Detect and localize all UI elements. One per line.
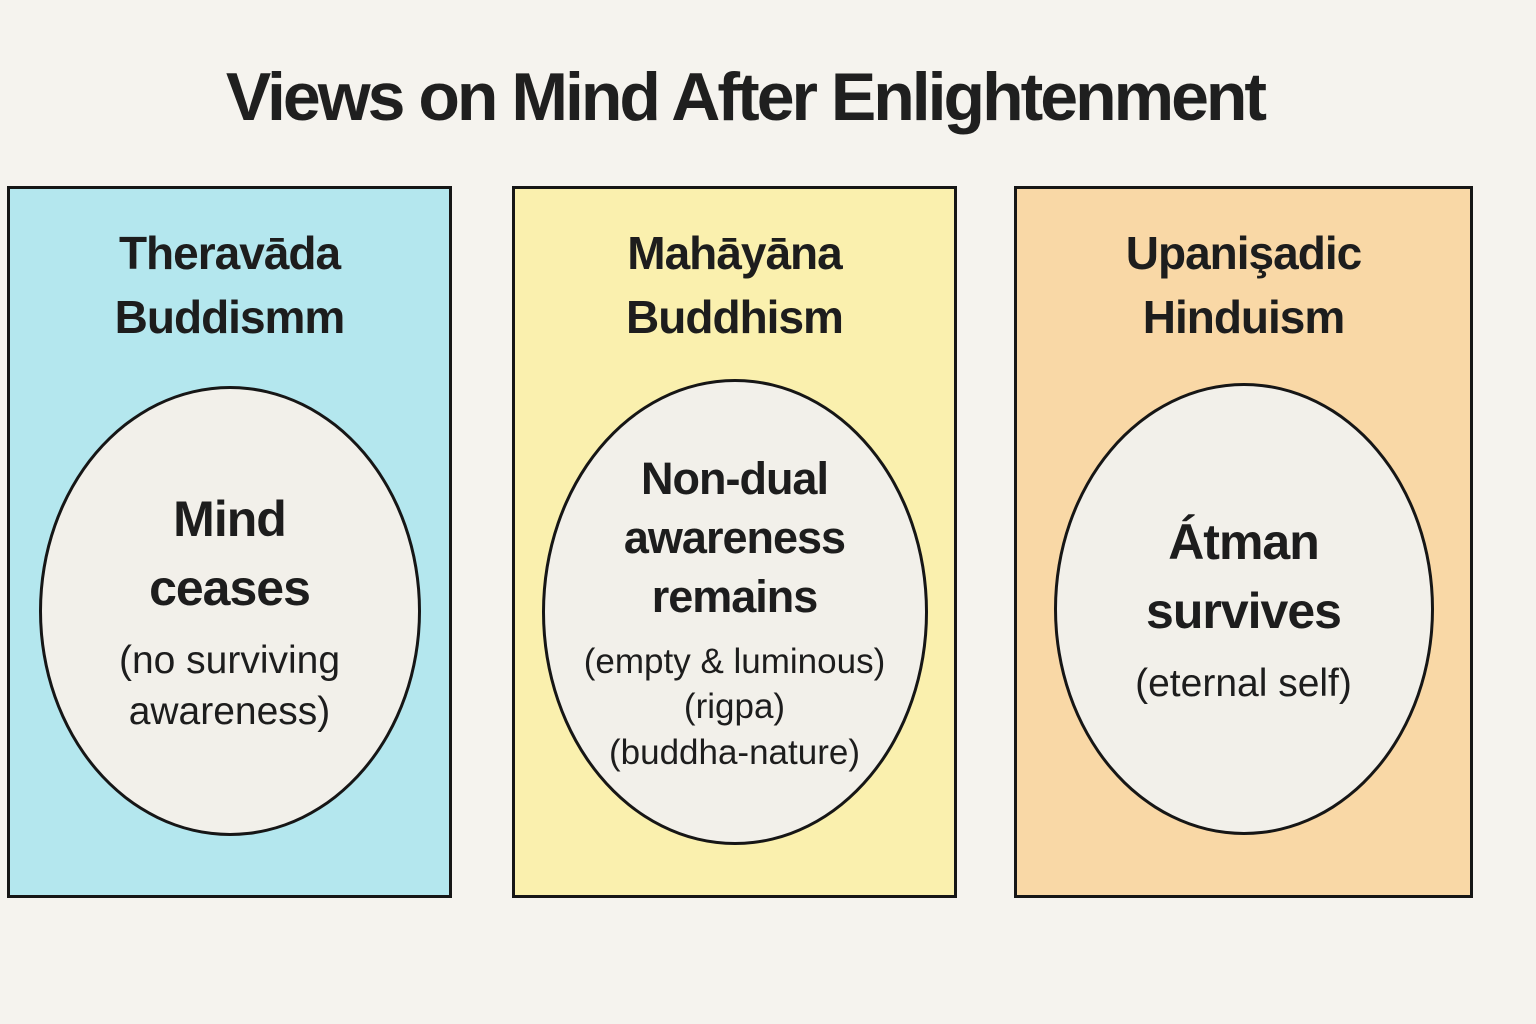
ellipse-mahayana-main: Non-dual awareness remains xyxy=(623,449,846,627)
main-text-line: ceases xyxy=(149,559,311,616)
ellipse-upanishadic-main: Átman survives xyxy=(1146,508,1342,646)
panel-upanishadic-header-line1: Upanişadic xyxy=(1125,227,1362,279)
ellipse-mahayana: Non-dual awareness remains (empty & lumi… xyxy=(541,379,928,845)
ellipse-theravada-main: Mind ceases xyxy=(149,485,311,623)
sub-text-line: (rigpa) xyxy=(683,687,786,727)
panel-theravada-header: Theravāda Buddismm xyxy=(10,221,449,350)
main-text-line: survives xyxy=(1146,583,1342,640)
main-text-line: Mind xyxy=(173,490,287,547)
panel-mahayana-header-line2: Buddhism xyxy=(626,291,844,344)
panel-theravada-header-line1: Theravāda xyxy=(118,227,341,279)
main-text-line: Non-dual xyxy=(641,452,829,504)
main-text-line: awareness xyxy=(623,512,846,564)
ellipse-theravada: Mind ceases (no surviving awareness) xyxy=(38,386,421,836)
panel-theravada-header-line2: Buddismm xyxy=(114,291,346,344)
panel-theravada: Theravāda Buddismm Mind ceases (no survi… xyxy=(7,186,452,898)
diagram-title: Views on Mind After Enlightenment xyxy=(225,59,1267,135)
ellipse-upanishadic: Átman survives (eternal self) xyxy=(1053,383,1434,835)
ellipse-mahayana-sub: (empty & luminous) (rigpa) (buddha-natur… xyxy=(584,639,885,776)
ellipse-upanishadic-sub: (eternal self) xyxy=(1135,658,1352,709)
panel-mahayana: Mahāyāna Buddhism Non-dual awareness rem… xyxy=(512,186,957,898)
sub-text-line: (buddha-nature) xyxy=(608,732,860,772)
sub-text-line: (empty & luminous) xyxy=(583,641,886,681)
panel-upanishadic: Upanişadic Hinduism Átman survives (eter… xyxy=(1014,186,1473,898)
panel-mahayana-header-line1: Mahāyāna xyxy=(627,227,842,279)
sub-text-line: (no surviving awareness) xyxy=(118,638,341,733)
main-text-line: remains xyxy=(651,571,819,623)
main-text-line: Átman xyxy=(1168,514,1320,571)
panel-mahayana-header: Mahāyāna Buddhism xyxy=(515,221,954,350)
panel-upanishadic-header: Upanişadic Hinduism xyxy=(1017,221,1470,350)
sub-text-line: (eternal self) xyxy=(1135,662,1352,706)
panel-upanishadic-header-line2: Hinduism xyxy=(1142,291,1346,344)
ellipse-theravada-sub: (no surviving awareness) xyxy=(85,635,375,738)
